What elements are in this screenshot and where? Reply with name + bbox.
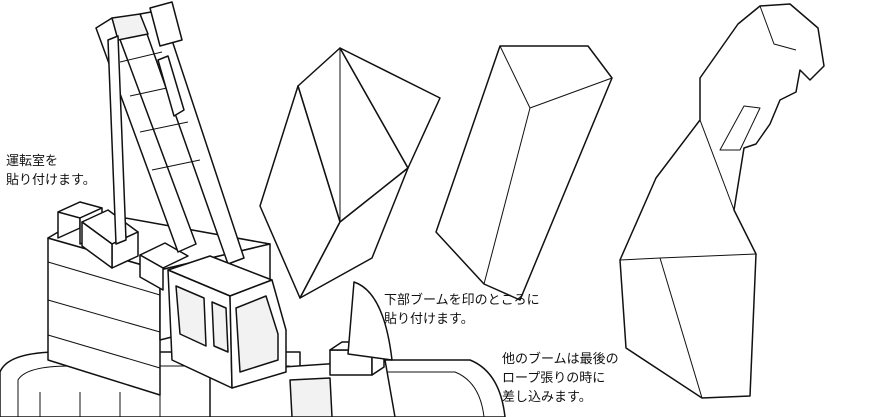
note-lower-boom: 下部ブームを印のところに 貼り付けます。	[384, 291, 540, 329]
note-other-booms-line1: 他のブームは最後の	[502, 352, 619, 367]
crawler-track-right	[359, 359, 506, 417]
note-other-booms-line3: 差し込みます。	[502, 390, 592, 405]
note-cab-line2: 貼り付けます。	[6, 173, 96, 188]
gantry-a-frame	[95, 1, 245, 265]
counterweight-blocks	[57, 201, 189, 291]
note-lower-boom-line2: 貼り付けます。	[384, 312, 474, 327]
note-other-booms-line2: ロープ張りの時に	[502, 371, 606, 386]
note-other-booms: 他のブームは最後の ロープ張りの時に 差し込みます。	[502, 350, 619, 407]
note-cab: 運転室を 貼り付けます。	[6, 152, 96, 190]
boom-foot-plate	[347, 281, 393, 361]
boom-section-top[interactable]	[619, 3, 825, 399]
note-lower-boom-line1: 下部ブームを印のところに	[384, 293, 540, 308]
note-cab-line1: 運転室を	[6, 154, 59, 169]
operator-cab[interactable]	[167, 255, 287, 389]
boom-section-middle[interactable]	[435, 45, 613, 301]
mounted-lower-boom	[259, 47, 441, 299]
